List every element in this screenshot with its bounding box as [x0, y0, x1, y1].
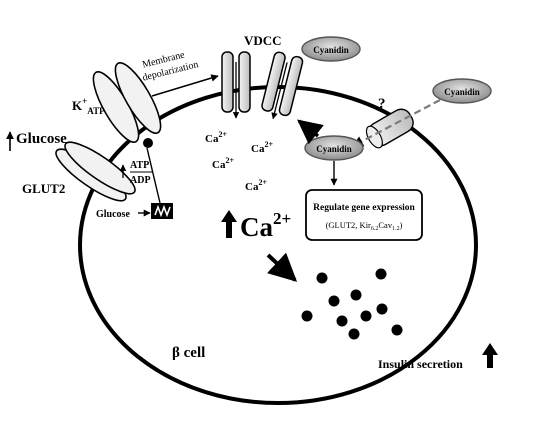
- insulin-secretion-label: Insulin secretion: [378, 357, 463, 371]
- ca-ion-4: Ca2+: [245, 178, 267, 193]
- gene-expression-box: Regulate gene expression (GLUT2, Kir6.2C…: [305, 189, 423, 241]
- glucose-up-indicator: Glucose: [6, 131, 67, 151]
- katp-channel: [92, 62, 162, 148]
- glucose-inner-group: Glucose: [96, 209, 151, 220]
- cyanidin-right: Cyanidin: [432, 78, 492, 104]
- cyanidin-to-vdcc-arrow: [297, 119, 324, 145]
- transporter-question: ?: [378, 96, 386, 112]
- atp-adp-ratio: ATP ADP: [119, 160, 152, 186]
- ca-big-label: Ca2+: [240, 209, 291, 242]
- ca-ion-3: Ca2+: [212, 156, 234, 171]
- cyanidin-transporter: [365, 108, 414, 149]
- ca-ion-2: Ca2+: [251, 140, 273, 155]
- metabolism-icon: [151, 203, 173, 219]
- gene-expression-title: Regulate gene expression: [313, 203, 415, 213]
- insulin-vesicles: [301, 268, 403, 340]
- ca-increase: Ca2+: [221, 209, 291, 242]
- insulin-secretion: Insulin secretion: [378, 343, 498, 371]
- katp-label: K+ATP: [72, 96, 105, 116]
- vdcc-channel-right: [261, 51, 304, 120]
- cyanidin-entry-arrow: [352, 99, 441, 147]
- ca-ion-small-group: Ca2+ Ca2+ Ca2+ Ca2+: [205, 130, 273, 193]
- vdcc-label: VDCC: [244, 33, 282, 48]
- svg-text:K+ATP: K+ATP: [72, 96, 105, 116]
- cyanidin-top: Cyanidin: [301, 36, 361, 62]
- svg-text:Cyanidin: Cyanidin: [313, 45, 349, 55]
- atp-label: ATP: [130, 160, 149, 171]
- metabolism-to-katp-link: [146, 147, 161, 204]
- glut2-label: GLUT2: [22, 181, 65, 196]
- beta-cell-label: β cell: [172, 345, 205, 361]
- adp-label: ADP: [130, 175, 151, 186]
- glucose-inner-label: Glucose: [96, 209, 130, 220]
- ca-to-vesicles-arrow: [266, 252, 298, 282]
- svg-text:Cyanidin: Cyanidin: [444, 87, 480, 97]
- ca-ion-1: Ca2+: [205, 130, 227, 145]
- gene-expression-genes: (GLUT2, Kir6.2Cav1.2): [326, 220, 403, 232]
- glut2-transporter: [55, 141, 136, 202]
- cyanidin-inner: Cyanidin: [304, 135, 364, 161]
- svg-text:Cyanidin: Cyanidin: [316, 144, 352, 154]
- membrane-depolarization: Membrane depolarization: [141, 49, 219, 97]
- cell-membrane: [78, 85, 478, 405]
- vdcc-channel-left: [221, 51, 251, 119]
- glucose-up-label: Glucose: [16, 131, 67, 147]
